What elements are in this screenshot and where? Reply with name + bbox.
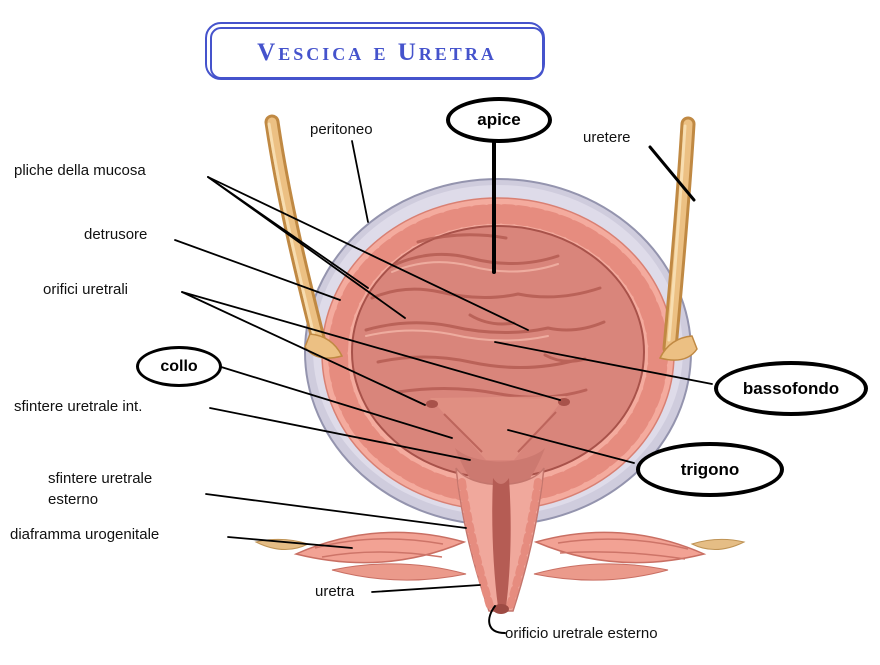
leader-orificio bbox=[488, 605, 506, 634]
callout-bassofondo: bassofondo bbox=[714, 361, 868, 416]
ureter-right-inner bbox=[665, 119, 693, 353]
leader-pliche-3 bbox=[207, 176, 529, 331]
urogenital-diaphragm bbox=[254, 531, 746, 581]
striation-line bbox=[559, 551, 686, 560]
ureter-right-flare bbox=[658, 335, 698, 361]
fold-highlight bbox=[365, 329, 549, 342]
label-diaframma-urogenitale: diaframma urogenitale bbox=[10, 526, 160, 543]
fold-highlight bbox=[391, 261, 559, 273]
ureteral-orifice-left bbox=[426, 400, 438, 408]
label-sfintere-uretrale-esterno: sfintere uretrale esterno bbox=[48, 470, 153, 508]
trigone-surface bbox=[430, 396, 566, 460]
leader-detrusore bbox=[174, 239, 341, 301]
leader-orifici-1 bbox=[181, 291, 426, 406]
label-orifici-uretrali: orifici uretrali bbox=[43, 281, 129, 298]
fold-line bbox=[543, 353, 587, 363]
leader-lines bbox=[174, 135, 713, 634]
page-title: Vescica e Uretra bbox=[210, 27, 544, 79]
striation-line bbox=[314, 538, 444, 549]
striation-line bbox=[557, 538, 689, 550]
fold-highlights bbox=[365, 261, 559, 342]
leader-pliche-2 bbox=[207, 176, 406, 319]
mucosal-folds bbox=[364, 233, 606, 399]
leader-uretra bbox=[371, 584, 481, 593]
callout-collo: collo bbox=[136, 346, 222, 387]
external-orifice bbox=[493, 604, 509, 614]
leader-peritoneo bbox=[351, 140, 369, 223]
label-orificio-uretrale-esterno: orificio uretrale esterno bbox=[505, 625, 658, 642]
leader-sfintere-est bbox=[205, 493, 467, 529]
urethra-tube bbox=[455, 467, 545, 614]
bladder-lumen bbox=[351, 225, 645, 479]
diaphragm-bundle-left bbox=[293, 531, 467, 564]
urethra-lobules-right bbox=[506, 478, 542, 610]
ureter-right bbox=[658, 116, 698, 361]
diaphragm-lower-right bbox=[533, 563, 669, 581]
leader-bassofondo bbox=[494, 341, 713, 385]
leader-sfintere-int bbox=[209, 407, 471, 461]
urethra-canal bbox=[492, 478, 511, 607]
label-detrusore: detrusore bbox=[84, 226, 148, 243]
ureter-right-highlight bbox=[667, 124, 687, 342]
striation-line bbox=[321, 551, 443, 558]
label-peritoneo: peritoneo bbox=[310, 121, 373, 138]
title-frame: Vescica e Uretra bbox=[205, 22, 545, 80]
ureter-left-highlight bbox=[267, 122, 317, 342]
trigone-streak bbox=[517, 411, 557, 453]
label-uretere: uretere bbox=[583, 129, 631, 146]
ureter-left bbox=[264, 114, 344, 359]
trigone-streak bbox=[443, 413, 483, 453]
fold-line bbox=[396, 386, 588, 399]
label-uretra: uretra bbox=[315, 583, 355, 600]
callout-trigono: trigono bbox=[636, 442, 784, 497]
fold-line bbox=[376, 355, 578, 370]
fascia-tip-right bbox=[690, 538, 746, 550]
fold-line bbox=[468, 313, 516, 326]
urethra-lobules-left bbox=[458, 478, 494, 610]
label-sfintere-uretrale-int: sfintere uretrale int. bbox=[14, 398, 143, 415]
trigone-region bbox=[426, 396, 570, 460]
leader-uretere bbox=[648, 145, 696, 202]
leader-diaframma bbox=[227, 536, 353, 549]
leader-collo bbox=[217, 365, 453, 439]
callout-apice: apice bbox=[446, 97, 552, 143]
ureteral-orifice-right bbox=[558, 398, 570, 406]
label-pliche-della-mucosa: pliche della mucosa bbox=[14, 162, 146, 179]
fold-line bbox=[390, 252, 560, 268]
fold-line bbox=[416, 233, 508, 244]
fold-line bbox=[370, 286, 602, 300]
fold-line bbox=[364, 320, 606, 334]
diaphragm-lower-left bbox=[331, 563, 467, 581]
ureter-left-inner bbox=[267, 117, 325, 351]
leader-orifici-2 bbox=[181, 291, 561, 401]
diaphragm-striations bbox=[314, 538, 689, 560]
leader-trigono bbox=[507, 429, 635, 464]
